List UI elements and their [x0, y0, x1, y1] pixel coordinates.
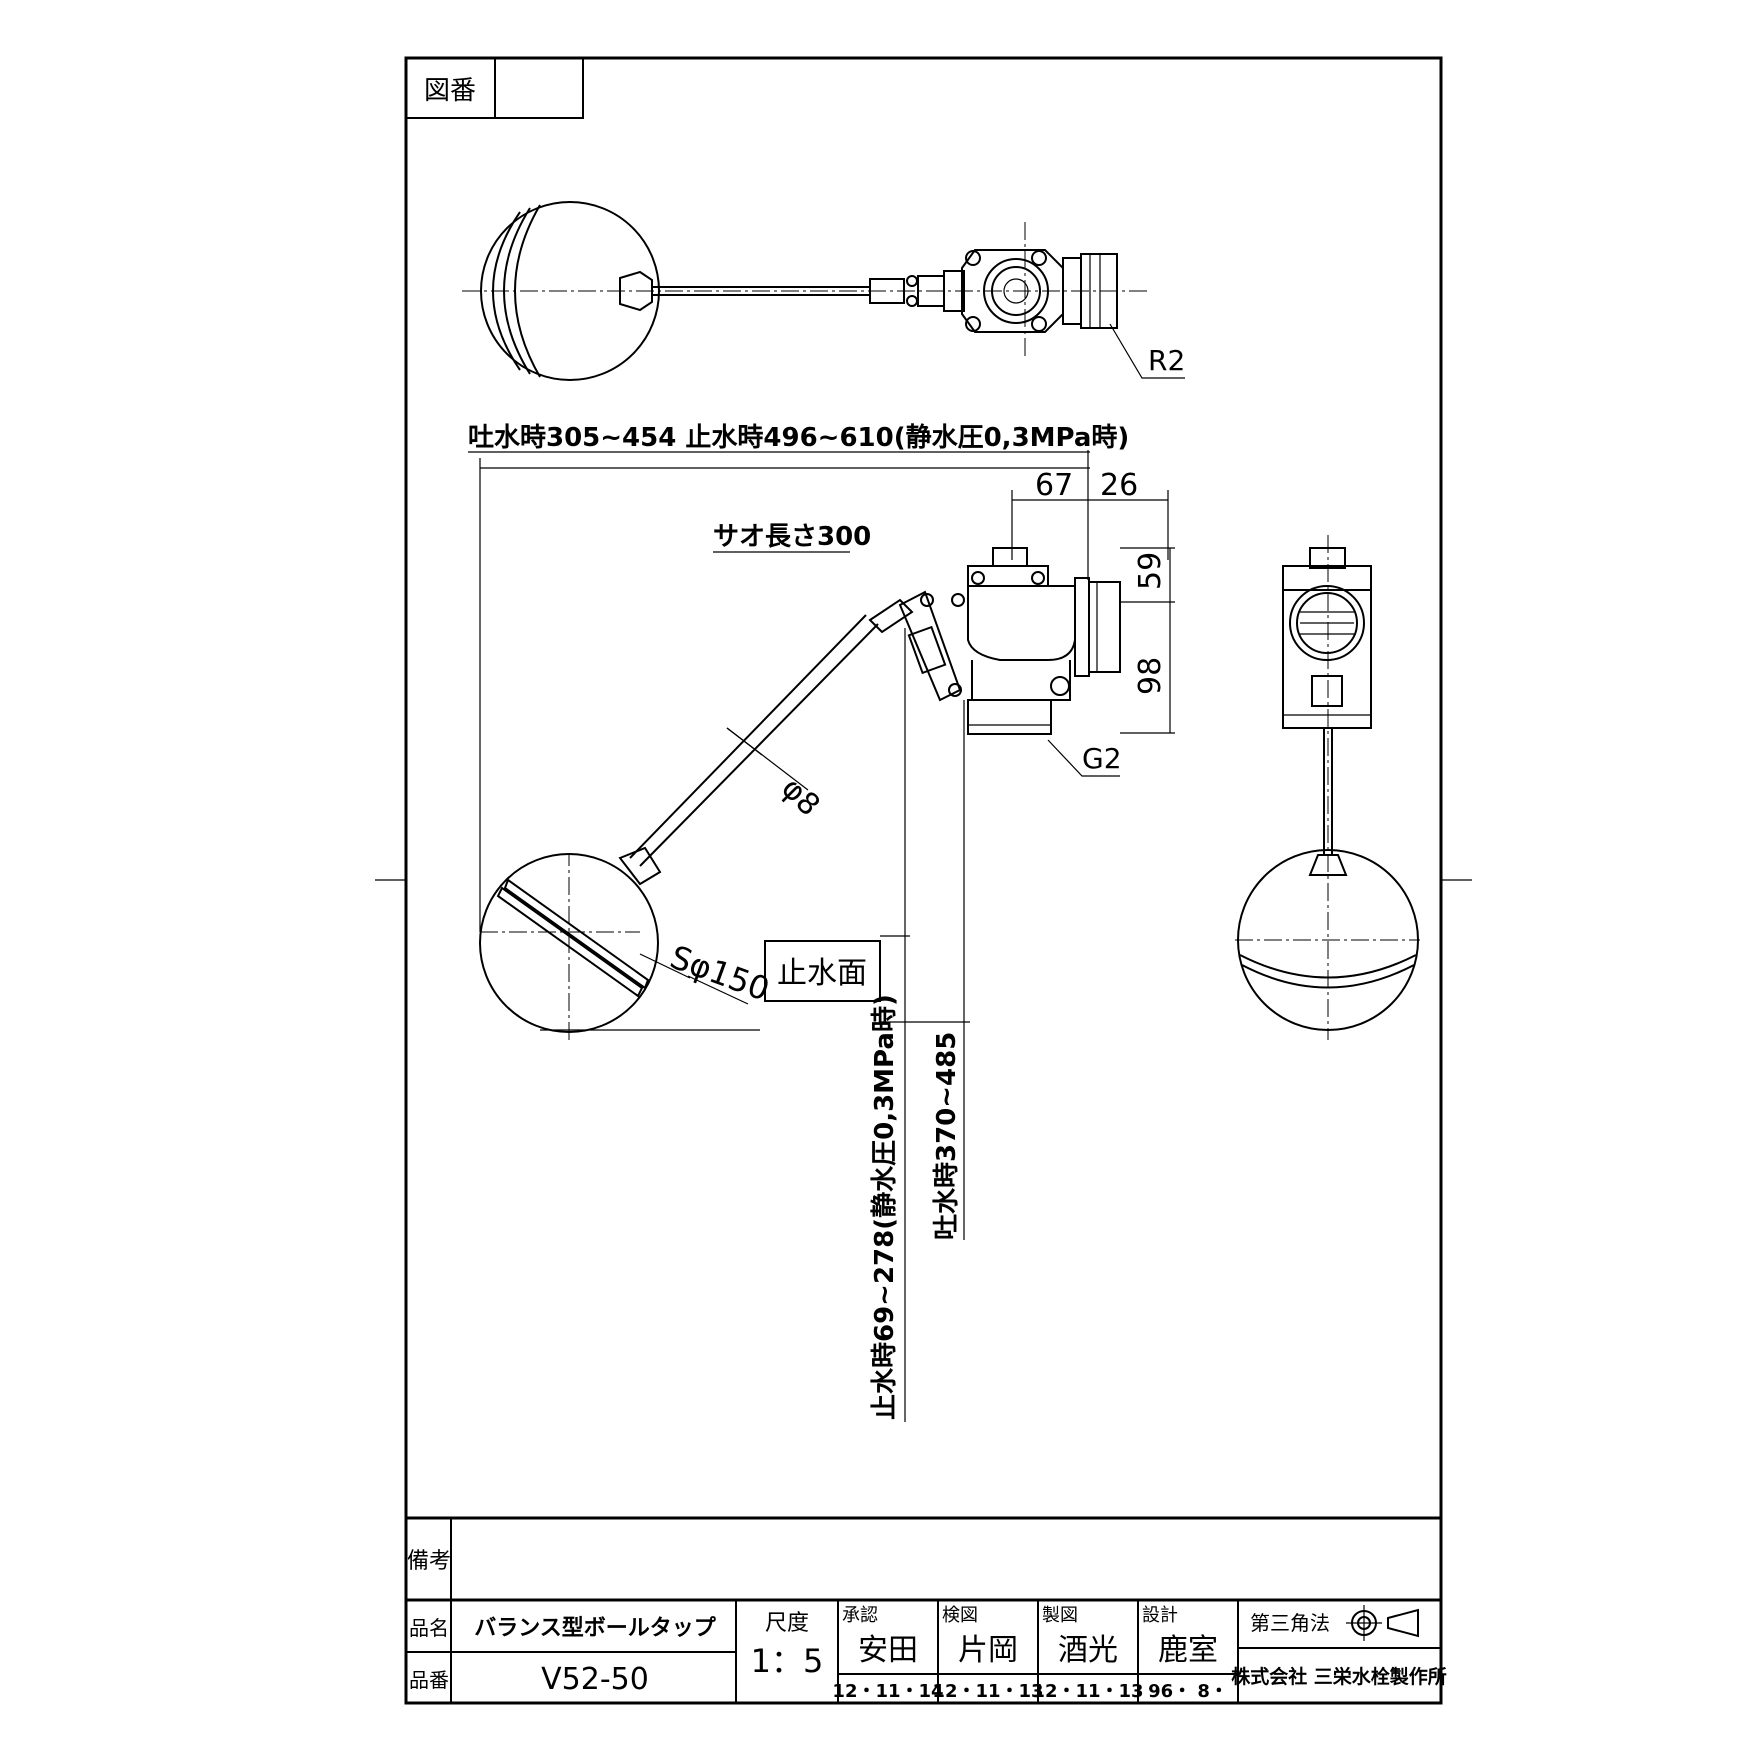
dim-horizontal-total: 吐水時305~454 止水時496~610(静水圧0,3MPa時): [468, 422, 1129, 453]
drafting-label: 製図: [1042, 1605, 1078, 1626]
front-view: 吐水時305~454 止水時496~610(静水圧0,3MPa時) 67 26 …: [468, 422, 1175, 1422]
approval-label: 承認: [842, 1605, 878, 1626]
scale-value: 1：5: [751, 1642, 824, 1680]
side-valve-body: [1282, 589, 1372, 729]
side-view: [1235, 535, 1420, 1040]
front-rod: [629, 614, 867, 859]
dim-98: 98: [1133, 657, 1168, 695]
dim-vertical-stop: 止水時69~278(静水圧0,3MPa時): [869, 994, 900, 1420]
dim-59: 59: [1133, 552, 1168, 590]
product-number-label: 品番: [409, 1668, 449, 1692]
dim-rod-length: サオ長さ300: [713, 522, 871, 552]
front-float-ball: [479, 846, 760, 1040]
product-name-label: 品名: [409, 1616, 449, 1640]
dim-r2: R2: [1148, 344, 1185, 377]
design-name: 鹿室: [1158, 1633, 1218, 1668]
stop-water-surface-label: 止水面: [777, 956, 867, 991]
front-linkage: [868, 590, 965, 702]
inspection-name: 片岡: [958, 1633, 1018, 1668]
design-date: 96・ 8・: [1148, 1681, 1228, 1702]
inspection-label: 検図: [942, 1605, 978, 1626]
drawing-number-label: 図番: [424, 76, 476, 106]
drafting-date: 12・11・13: [1032, 1681, 1143, 1702]
inspection-date: 12・11・13: [932, 1681, 1043, 1702]
dim-g2: G2: [1082, 742, 1122, 775]
approval-date: 12・11・14: [832, 1681, 943, 1702]
product-number: V52-50: [541, 1662, 649, 1697]
remarks-label: 備考: [407, 1549, 451, 1574]
dim-phi8: φ8: [774, 771, 826, 823]
top-float-ball: [480, 201, 660, 381]
drawing-number-box: 図番: [405, 57, 584, 119]
design-label: 設計: [1142, 1605, 1178, 1626]
stop-water-surface-box: [764, 940, 881, 1002]
title-block: 備考 品名 バランス型ボールタップ 品番 V52-50 尺度 1：5 承認 安田…: [406, 1516, 1447, 1703]
scale-label: 尺度: [765, 1611, 809, 1636]
dim-sphere: Sφ150: [665, 938, 774, 1009]
third-angle-projection-symbol: [1346, 1605, 1419, 1641]
sheet-border: [404, 56, 1443, 1705]
product-name: バランス型ボールタップ: [474, 1616, 717, 1641]
front-valve-body: [967, 547, 1121, 735]
dim-67: 67: [1035, 468, 1073, 503]
top-view: R2: [462, 201, 1185, 381]
top-valve-body: [961, 249, 1064, 333]
side-float-ball: [1237, 849, 1419, 1031]
dim-26: 26: [1100, 468, 1138, 503]
dim-vertical-discharge: 吐水時370~485: [932, 1032, 962, 1240]
projection-label: 第三角法: [1250, 1611, 1330, 1635]
drafting-name: 酒光: [1058, 1633, 1118, 1668]
company-name: 株式会社 三栄水栓製作所: [1231, 1665, 1447, 1688]
approval-name: 安田: [858, 1633, 918, 1668]
